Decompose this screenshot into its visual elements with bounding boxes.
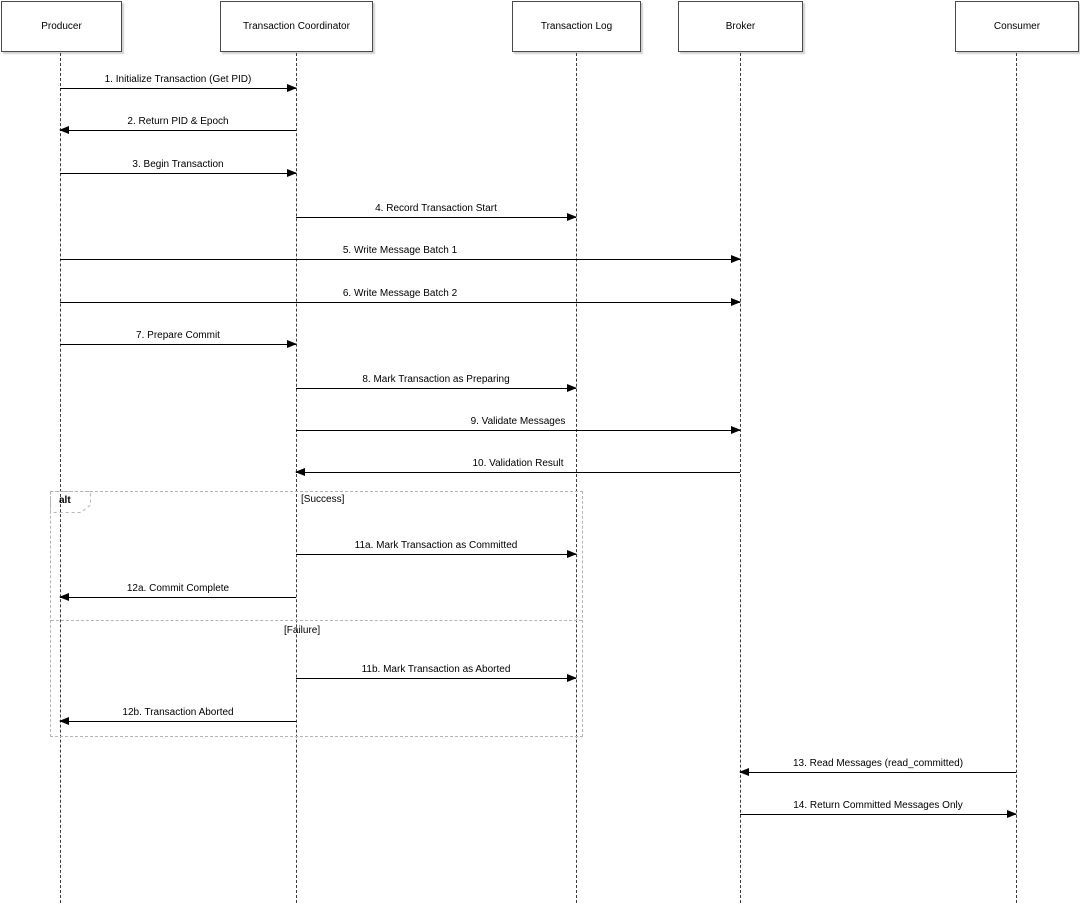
message-arrow (296, 213, 577, 221)
message-5-write-batch-1: 5. Write Message Batch 1 (60, 243, 741, 263)
message-arrow (296, 384, 577, 392)
participant-transaction-coordinator: Transaction Coordinator (220, 1, 373, 52)
message-arrow (296, 674, 577, 682)
message-13-read-messages: 13. Read Messages (read_committed) (739, 756, 1016, 776)
message-label: 12a. Commit Complete (126, 583, 230, 594)
message-label: 11a. Mark Transaction as Committed (354, 540, 518, 551)
message-arrow (59, 126, 296, 134)
message-label: 4. Record Transaction Start (375, 203, 497, 214)
message-2-return-pid-epoch: 2. Return PID & Epoch (59, 114, 296, 134)
message-11b-mark-aborted: 11b. Mark Transaction as Aborted (296, 662, 577, 682)
message-arrow (60, 298, 741, 306)
lifeline-broker (740, 53, 741, 903)
lifeline-consumer (1016, 53, 1017, 903)
message-arrow (740, 810, 1017, 818)
message-arrow (295, 468, 740, 476)
message-4-record-transaction-start: 4. Record Transaction Start (296, 201, 577, 221)
guard-success: [Success] (301, 494, 345, 505)
message-12a-commit-complete: 12a. Commit Complete (59, 581, 296, 601)
guard-failure: [Failure] (284, 625, 321, 636)
participant-consumer: Consumer (955, 1, 1079, 52)
message-arrow (60, 255, 741, 263)
participant-producer: Producer (1, 1, 122, 52)
message-label: 2. Return PID & Epoch (127, 116, 229, 127)
message-11a-mark-committed: 11a. Mark Transaction as Committed (296, 538, 577, 558)
alt-operator-label: alt (59, 495, 71, 506)
message-10-validation-result: 10. Validation Result (295, 456, 740, 476)
message-arrow (59, 717, 296, 725)
participant-label: Broker (725, 21, 756, 32)
lifeline-transaction-log (576, 53, 577, 903)
message-8-mark-preparing: 8. Mark Transaction as Preparing (296, 372, 577, 392)
message-label: 3. Begin Transaction (132, 159, 224, 170)
message-arrow (60, 84, 297, 92)
lifeline-producer (60, 53, 61, 903)
participant-label: Producer (41, 21, 82, 32)
message-7-prepare-commit: 7. Prepare Commit (60, 328, 297, 348)
participant-label: Transaction Log (540, 21, 613, 32)
message-14-return-committed-only: 14. Return Committed Messages Only (740, 798, 1017, 818)
message-label: 8. Mark Transaction as Preparing (362, 374, 510, 385)
alt-fragment-frame: alt [Success] [Failure] (50, 491, 583, 737)
participant-label: Transaction Coordinator (243, 21, 350, 32)
message-arrow (60, 340, 297, 348)
message-label: 10. Validation Result (472, 458, 564, 469)
message-label: 5. Write Message Batch 1 (342, 245, 458, 256)
lifeline-transaction-coordinator (296, 53, 297, 903)
message-label: 9. Validate Messages (470, 416, 566, 427)
message-label: 14. Return Committed Messages Only (793, 800, 963, 811)
message-arrow (296, 550, 577, 558)
message-arrow (739, 768, 1016, 776)
message-12b-transaction-aborted: 12b. Transaction Aborted (59, 705, 296, 725)
message-label: 13. Read Messages (read_committed) (792, 758, 964, 769)
message-6-write-batch-2: 6. Write Message Batch 2 (60, 286, 741, 306)
participant-label: Consumer (993, 21, 1041, 32)
message-label: 1. Initialize Transaction (Get PID) (104, 74, 252, 85)
alt-divider (51, 620, 582, 621)
message-arrow (59, 593, 296, 601)
participant-transaction-log: Transaction Log (512, 1, 641, 52)
message-label: 12b. Transaction Aborted (122, 707, 234, 718)
message-1-initialize-transaction: 1. Initialize Transaction (Get PID) (60, 72, 297, 92)
message-9-validate-messages: 9. Validate Messages (296, 414, 741, 434)
participant-broker: Broker (678, 1, 803, 52)
alt-operator-pentagon (50, 491, 91, 513)
message-label: 7. Prepare Commit (136, 330, 220, 341)
message-3-begin-transaction: 3. Begin Transaction (60, 157, 297, 177)
message-label: 11b. Mark Transaction as Aborted (361, 664, 511, 675)
message-label: 6. Write Message Batch 2 (342, 288, 458, 299)
message-arrow (296, 426, 741, 434)
message-arrow (60, 169, 297, 177)
